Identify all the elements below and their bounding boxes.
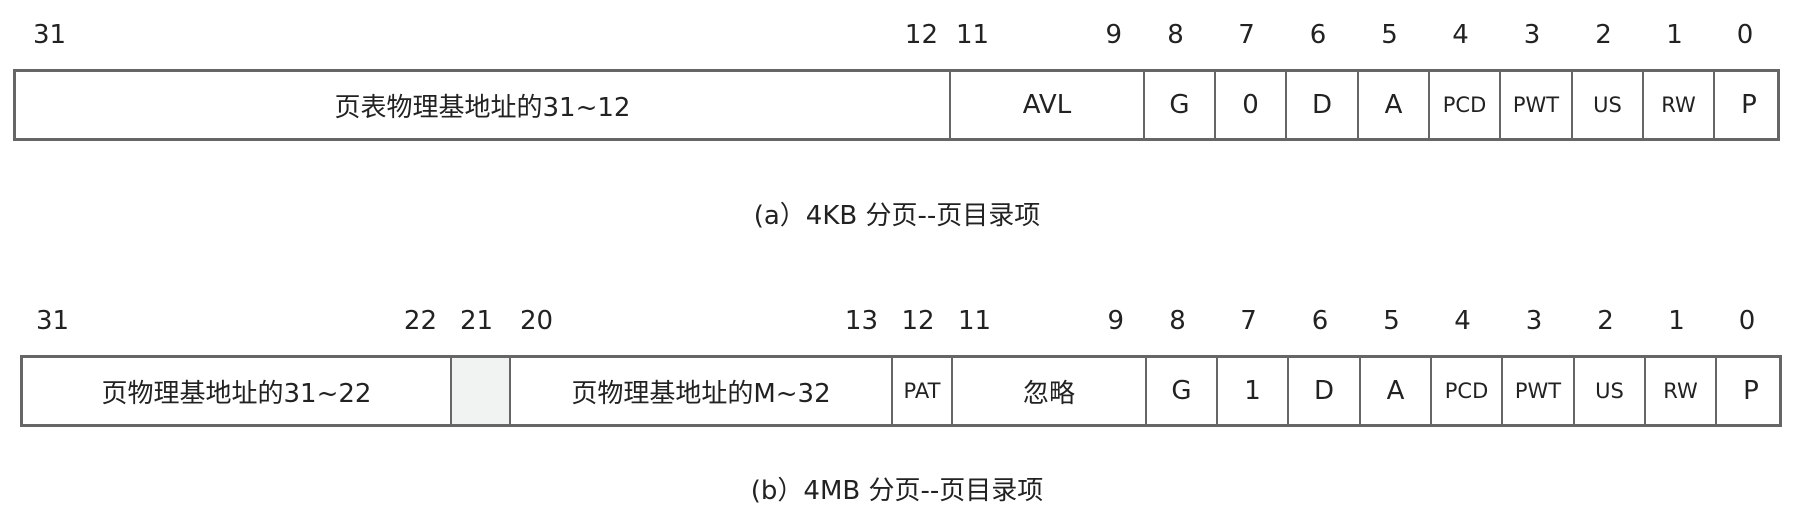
bit7-field: 1 <box>1216 358 1287 424</box>
bit-number-4: 4 <box>1452 20 1469 50</box>
bit-number-7: 7 <box>1238 20 1255 50</box>
p-field: P <box>1713 72 1783 138</box>
caption-4kb: (a）4KB 分页--页目录项 <box>753 201 1041 231</box>
bit-number-0: 0 <box>1738 306 1756 336</box>
reserved-bit21-field <box>450 358 509 424</box>
bit7-field: 0 <box>1214 72 1285 138</box>
avl-field: AVL <box>949 72 1143 138</box>
a-field: A <box>1359 358 1430 424</box>
bit-number-12: 12 <box>904 20 938 50</box>
bit-number-11: 11 <box>956 20 990 50</box>
bit-number-2: 2 <box>1597 306 1614 336</box>
caption-4mb: (b）4MB 分页--页目录项 <box>750 476 1044 506</box>
bit-number-13: 13 <box>844 306 878 336</box>
ignored-field: 忽略 <box>951 358 1145 424</box>
bit-number-0: 0 <box>1736 20 1754 50</box>
bit-number-31: 31 <box>33 20 67 50</box>
pwt-field: PWT <box>1499 72 1571 138</box>
bit-number-2: 2 <box>1595 20 1612 50</box>
pwt-field: PWT <box>1501 358 1573 424</box>
d-field: D <box>1287 358 1359 424</box>
bit-number-12: 12 <box>901 306 935 336</box>
bit-number-1: 1 <box>1666 20 1683 50</box>
bit-number-5: 5 <box>1381 20 1398 50</box>
bit-number-8: 8 <box>1167 20 1184 50</box>
bit-number-8: 8 <box>1169 306 1186 336</box>
pat-field: PAT <box>891 358 951 424</box>
g-field: G <box>1143 72 1214 138</box>
bit-number-21: 21 <box>459 306 494 336</box>
bit-number-7: 7 <box>1240 306 1257 336</box>
bit-number-3: 3 <box>1523 20 1541 50</box>
page-base-high-field: 页物理基地址的31~22 <box>101 378 372 409</box>
bit-number-9: 9 <box>1105 20 1122 50</box>
bit-number-1: 1 <box>1668 306 1685 336</box>
bit-number-22: 22 <box>403 306 437 336</box>
pcd-field: PCD <box>1428 72 1499 138</box>
bit-number-11: 11 <box>958 306 992 336</box>
bit-number-31: 31 <box>36 306 70 336</box>
bit-number-3: 3 <box>1525 306 1543 336</box>
d-field: D <box>1285 72 1357 138</box>
bit-number-6: 6 <box>1311 306 1329 336</box>
bit-number-20: 20 <box>520 306 554 336</box>
rw-field: RW <box>1644 358 1715 424</box>
bit-number-9: 9 <box>1107 306 1124 336</box>
bit-number-6: 6 <box>1309 20 1327 50</box>
pcd-field: PCD <box>1430 358 1501 424</box>
bit-number-5: 5 <box>1383 306 1400 336</box>
g-field: G <box>1145 358 1216 424</box>
page-base-ext-field: 页物理基地址的M~32 <box>509 358 891 424</box>
page-table-base-field: 页表物理基地址的31~12 <box>334 92 631 123</box>
us-field: US <box>1571 72 1642 138</box>
bit-number-4: 4 <box>1454 306 1471 336</box>
a-field: A <box>1357 72 1428 138</box>
us-field: US <box>1573 358 1644 424</box>
p-field: P <box>1715 358 1785 424</box>
rw-field: RW <box>1642 72 1713 138</box>
